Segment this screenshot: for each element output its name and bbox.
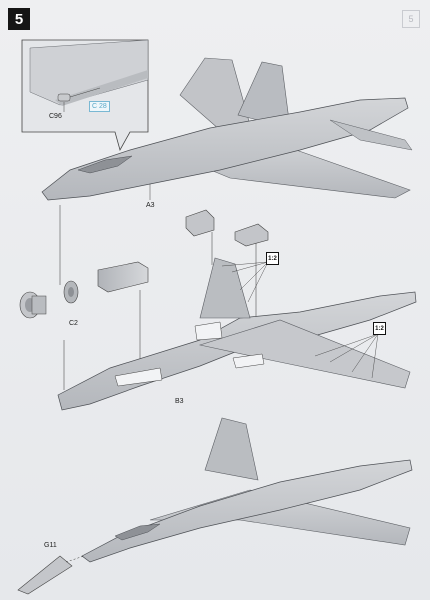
note-icon-text: 1:2 <box>268 255 277 262</box>
lower-fuselage-b3 <box>57 257 417 411</box>
assembled-fuselage <box>17 417 413 595</box>
part-label-a3: A3 <box>146 202 155 209</box>
loose-parts <box>97 209 269 293</box>
part-label-c96: C96 <box>49 113 62 120</box>
part-label-g11: G11 <box>44 542 57 549</box>
nozzle-c2 <box>19 280 79 319</box>
page-corner-mark: 5 <box>402 10 420 28</box>
step-number-badge: 5 <box>8 8 30 30</box>
callout-code: C 28 <box>89 101 110 112</box>
note-icon: 1:2 <box>373 322 386 335</box>
note-icon-text: 1:2 <box>375 325 384 332</box>
upper-fuselage-a3 <box>41 57 413 201</box>
vertical-guide-lines <box>59 205 257 390</box>
detail-inset <box>21 39 149 152</box>
note-icon: 1:2 <box>266 252 279 265</box>
part-label-c2: C2 <box>69 320 78 327</box>
part-label-b3: B3 <box>175 398 184 405</box>
